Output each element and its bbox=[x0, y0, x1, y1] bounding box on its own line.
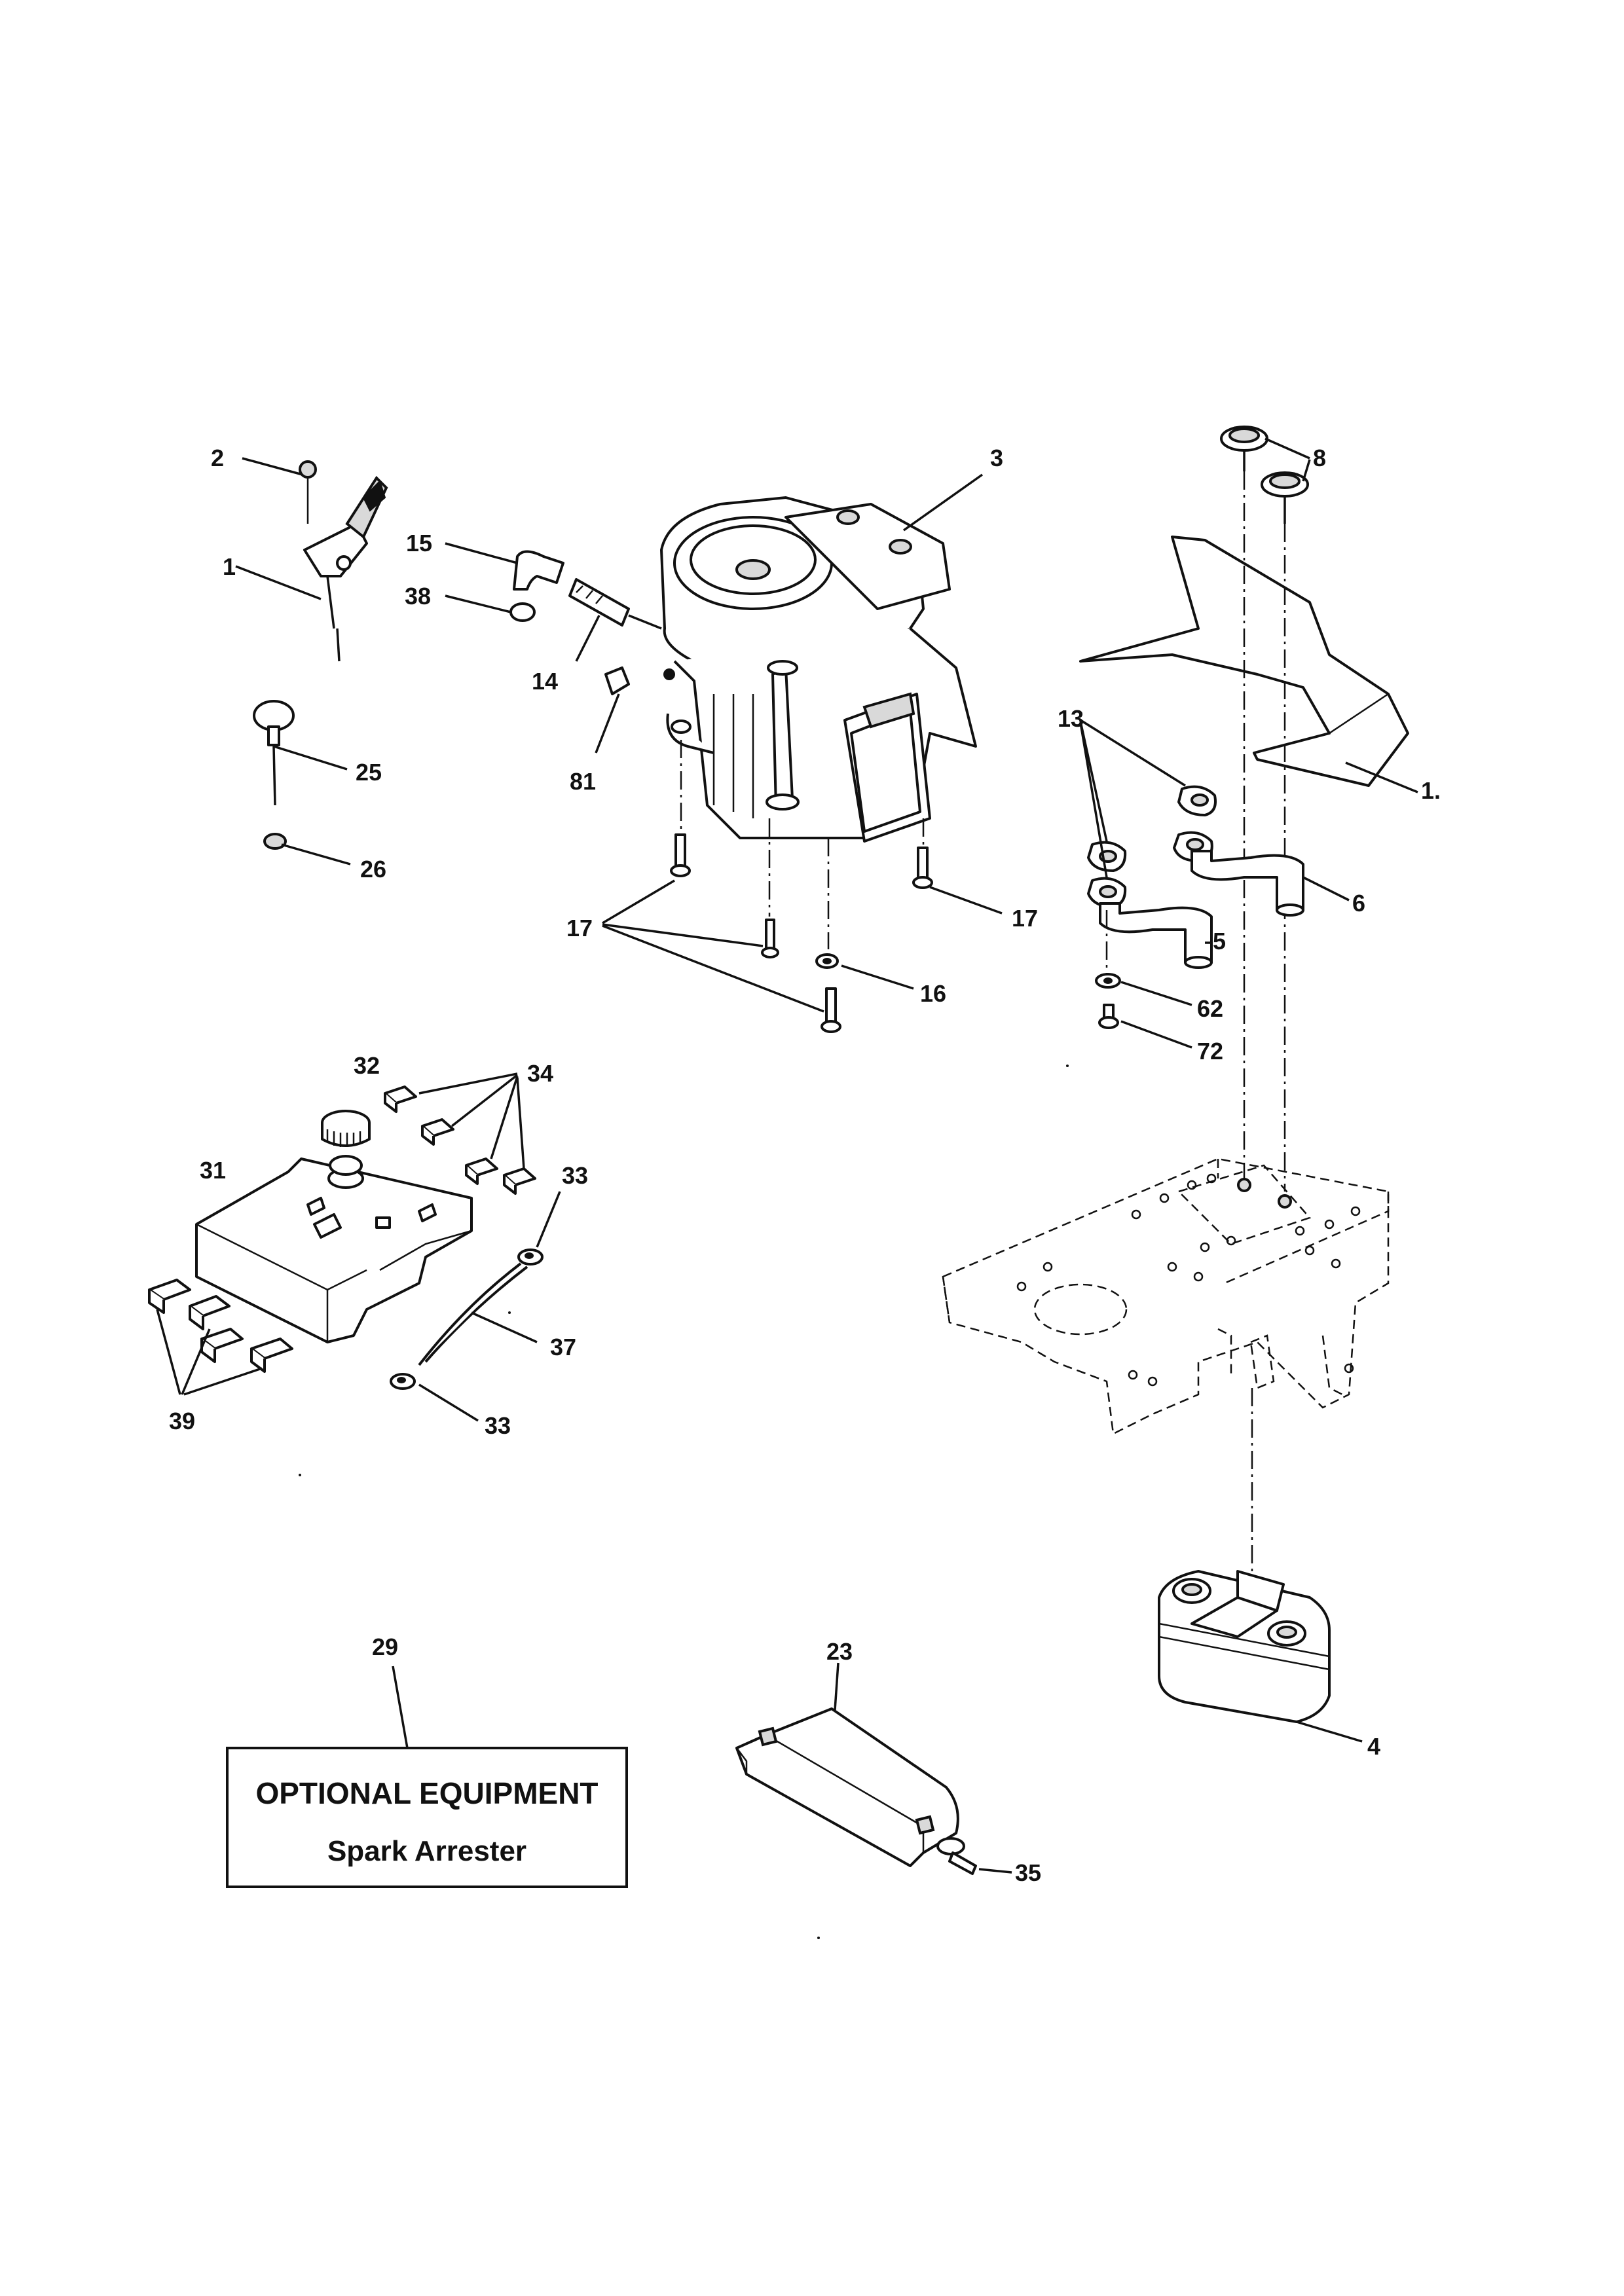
callout-13: 13 bbox=[1058, 705, 1084, 732]
callout-38: 38 bbox=[405, 583, 431, 610]
bottom-pads-part bbox=[148, 1279, 293, 1396]
optional-equipment-subtitle: Spark Arrester bbox=[327, 1835, 526, 1867]
callout-29: 29 bbox=[372, 1633, 398, 1660]
callout-3: 3 bbox=[990, 445, 1003, 471]
callout-1: 1 bbox=[223, 553, 236, 580]
callout-31: 31 bbox=[200, 1157, 226, 1184]
scan-speck bbox=[299, 1474, 301, 1476]
shield-knobs-part bbox=[1220, 426, 1311, 1192]
callout-81: 81 bbox=[570, 768, 596, 795]
optional-equipment-title: OPTIONAL EQUIPMENT bbox=[255, 1776, 598, 1810]
vent-tube-part bbox=[390, 1191, 561, 1422]
callout-15: 15 bbox=[406, 530, 432, 556]
scan-speck bbox=[1066, 1065, 1069, 1067]
callout-8: 8 bbox=[1313, 445, 1326, 471]
callout-17-right: 17 bbox=[1012, 905, 1038, 932]
callout-14: 14 bbox=[532, 668, 558, 695]
callout-4: 4 bbox=[1367, 1733, 1380, 1760]
callout-37: 37 bbox=[550, 1334, 576, 1360]
engine-part bbox=[660, 473, 984, 843]
callout-35: 35 bbox=[1015, 1859, 1041, 1886]
callout-17-left: 17 bbox=[566, 915, 593, 941]
callout-5: 5 bbox=[1213, 928, 1226, 955]
scan-speck bbox=[508, 1311, 511, 1314]
bottom-shield-part bbox=[735, 1662, 1012, 1875]
scan-speck bbox=[817, 1937, 820, 1939]
fuel-fittings-part bbox=[445, 542, 675, 754]
callout-32: 32 bbox=[354, 1052, 380, 1079]
engine-bolts-part bbox=[602, 833, 1003, 1033]
callout-62: 62 bbox=[1197, 995, 1223, 1022]
callout-72: 72 bbox=[1197, 1038, 1223, 1065]
callout-39: 39 bbox=[169, 1408, 195, 1434]
callout-34: 34 bbox=[527, 1060, 553, 1087]
callout-2: 2 bbox=[211, 445, 224, 471]
muffler-part bbox=[1158, 1570, 1363, 1743]
battery-box-part bbox=[195, 1110, 473, 1343]
callout-6: 6 bbox=[1352, 890, 1365, 917]
choke-knob-part bbox=[253, 700, 351, 866]
optional-equipment-box bbox=[226, 1747, 628, 1888]
throttle-control-part bbox=[235, 457, 388, 662]
exhaust-pipes-part bbox=[1079, 719, 1350, 1049]
callout-33-top: 33 bbox=[562, 1162, 588, 1189]
callout-16: 16 bbox=[920, 980, 946, 1007]
heat-shield-part bbox=[1079, 536, 1418, 793]
rubber-pads-part bbox=[384, 1072, 536, 1195]
frame-dashed-part bbox=[942, 1157, 1390, 1571]
callout-1-dot: 1. bbox=[1421, 777, 1441, 804]
callout-33-bottom: 33 bbox=[485, 1412, 511, 1439]
callout-26: 26 bbox=[360, 856, 386, 883]
callout-23: 23 bbox=[826, 1638, 853, 1665]
callout-25: 25 bbox=[356, 759, 382, 786]
